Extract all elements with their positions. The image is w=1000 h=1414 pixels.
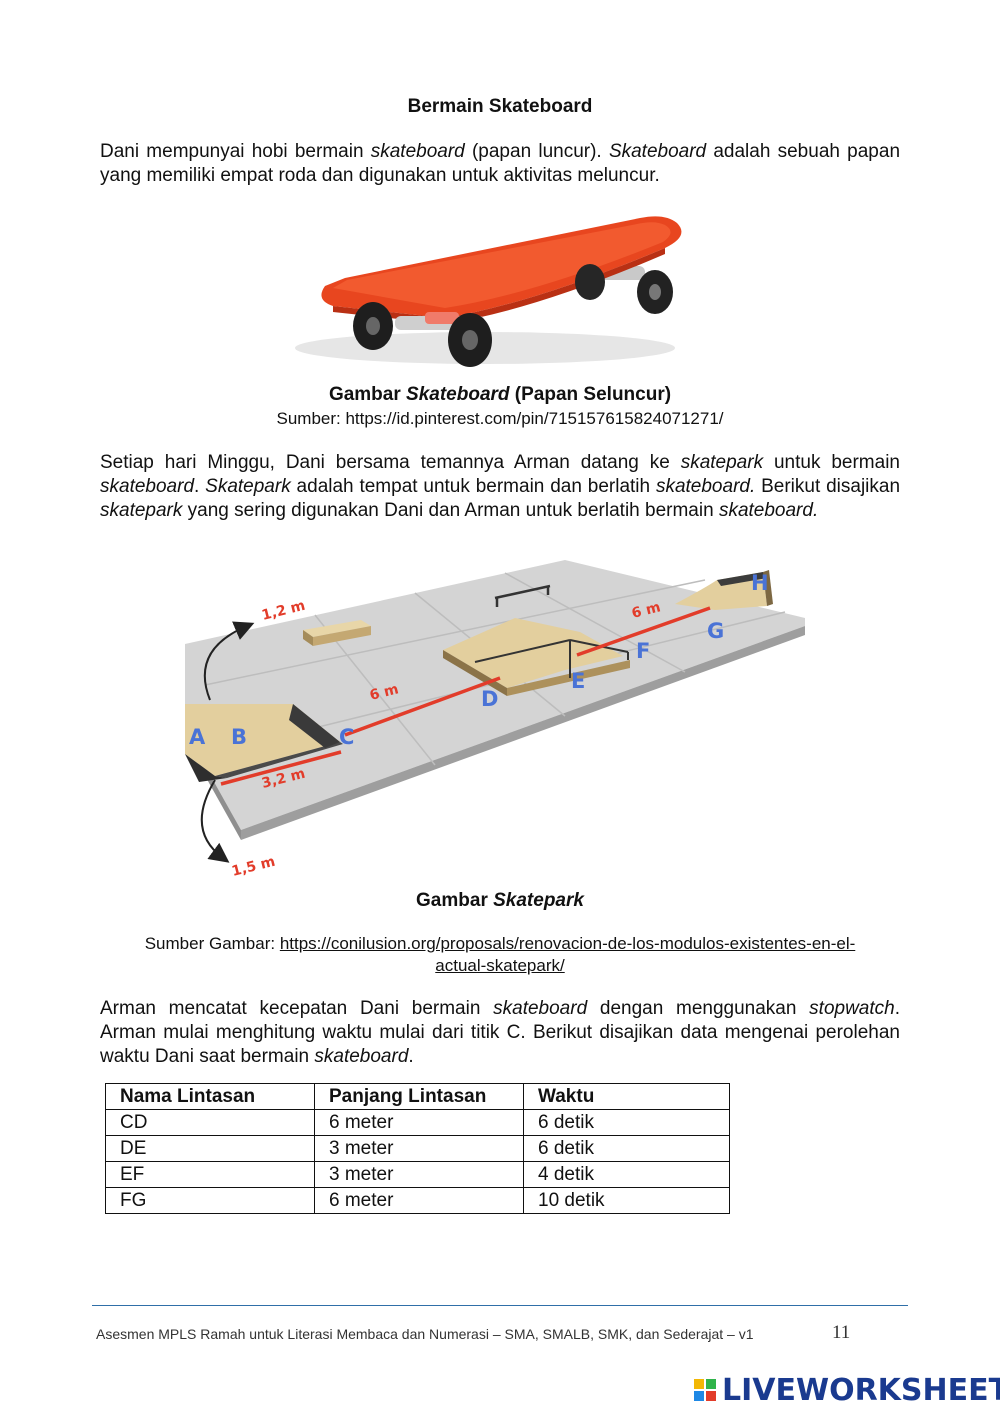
figure2-caption: Gambar Skatepark	[0, 890, 1000, 912]
timing-paragraph: Arman mencatat kecepatan Dani bermain sk…	[100, 997, 900, 1069]
skateboard-image	[295, 216, 682, 367]
text-run: adalah tempat untuk bermain dan berlatih	[290, 476, 656, 497]
table-header: Waktu	[523, 1083, 730, 1110]
table-cell: CD	[105, 1109, 315, 1136]
liveworksheets-logo[interactable]: LIVEWORKSHEETS	[694, 1372, 1000, 1408]
table-row: CD 6 meter 6 detik	[105, 1109, 730, 1136]
table-row: DE 3 meter 6 detik	[105, 1135, 730, 1162]
table-row: FG 6 meter 10 detik	[105, 1187, 730, 1214]
table-header-row: Nama Lintasan Panjang Lintasan Waktu	[105, 1083, 730, 1110]
caption-text: Gambar	[328, 384, 407, 405]
text-run: .	[408, 1046, 414, 1067]
source-link-continued[interactable]: actual-skatepark/	[435, 956, 565, 975]
brand-squares-icon	[694, 1379, 716, 1401]
timing-table: Nama Lintasan Panjang Lintasan Waktu CD …	[105, 1083, 730, 1214]
text-run: (papan luncur).	[464, 141, 609, 162]
point-label-a: A	[189, 725, 206, 749]
pyramid-ramp	[443, 618, 623, 688]
page-number: 11	[832, 1322, 851, 1343]
italic-term: stopwatch	[809, 998, 895, 1019]
skatepark-image: A B C D E F G H 1,2 m 6 m 6 m 3,2 m 1,5 …	[185, 560, 805, 880]
table-cell: FG	[105, 1187, 315, 1214]
table-cell: DE	[105, 1135, 315, 1162]
point-label-e: E	[571, 669, 585, 693]
table-header: Nama Lintasan	[105, 1083, 315, 1110]
text-run: untuk bermain	[763, 452, 900, 473]
table-row: EF 3 meter 4 detik	[105, 1161, 730, 1188]
italic-term: Skatepark	[205, 476, 291, 497]
skatepark-paragraph: Setiap hari Minggu, Dani bersama temanny…	[100, 451, 900, 523]
text-run: .	[194, 476, 206, 497]
point-label-f: F	[636, 639, 650, 663]
point-label-b: B	[231, 725, 247, 749]
text-run: Setiap hari Minggu, Dani bersama temanny…	[100, 452, 681, 473]
caption-italic: Skatepark	[493, 890, 584, 911]
italic-term: skateboard	[100, 476, 195, 497]
footer-divider	[92, 1305, 908, 1306]
page-title: Bermain Skateboard	[407, 96, 593, 117]
point-label-h: H	[751, 571, 769, 595]
italic-term: skatepark	[100, 500, 183, 521]
caption-text: Gambar	[416, 890, 494, 911]
caption-italic: Skateboard	[406, 384, 510, 405]
point-label-c: C	[339, 725, 354, 749]
point-label-g: G	[707, 619, 724, 643]
wheel-rear-left	[575, 264, 605, 300]
length-label-fg: 6 m	[630, 599, 662, 622]
table-cell: EF	[105, 1161, 315, 1188]
measurement-lines	[220, 606, 711, 786]
table-cell: 3 meter	[314, 1135, 524, 1162]
italic-term: skateboard.	[655, 476, 756, 497]
text-run: . Arman mulai menghitung waktu mulai dar…	[100, 998, 900, 1067]
height-label-bottom: 1,5 m	[230, 854, 277, 880]
arrow-up-icon	[203, 621, 255, 701]
source-label: Sumber Gambar:	[144, 934, 280, 953]
source-link[interactable]: https://conilusion.org/proposals/renovac…	[279, 934, 856, 953]
text-run: dengan menggunakan	[587, 998, 810, 1019]
footer-text: Asesmen MPLS Ramah untuk Literasi Membac…	[96, 1326, 754, 1342]
figure1-caption: Gambar Skateboard (Papan Seluncur)	[0, 384, 1000, 406]
brand-name: LIVEWORKSHEETS	[722, 1372, 1000, 1408]
point-label-d: D	[481, 687, 498, 711]
italic-term: skateboard	[370, 141, 465, 162]
table-cell: 6 detik	[523, 1109, 730, 1136]
table-cell: 10 detik	[523, 1187, 730, 1214]
table-cell: 3 meter	[314, 1161, 524, 1188]
italic-term: skatepark	[680, 452, 764, 473]
text-run: Berikut disajikan	[755, 476, 901, 497]
text-run: Arman mencatat kecepatan Dani bermain	[100, 998, 494, 1019]
length-label-cd: 6 m	[368, 681, 400, 704]
italic-term: skateboard	[493, 998, 588, 1019]
table-cell: 4 detik	[523, 1161, 730, 1188]
figure1-source: Sumber: https://id.pinterest.com/pin/715…	[276, 409, 724, 428]
table-cell: 6 detik	[523, 1135, 730, 1162]
italic-term: Skateboard	[608, 141, 707, 162]
italic-term: skateboard	[314, 1046, 409, 1067]
intro-paragraph: Dani mempunyai hobi bermain skateboard (…	[100, 140, 900, 188]
table-cell: 6 meter	[314, 1109, 524, 1136]
figure2-source: Sumber Gambar: https://conilusion.org/pr…	[0, 933, 1000, 977]
arrow-down-icon	[200, 779, 230, 863]
text-run: Dani mempunyai hobi bermain	[100, 141, 371, 162]
text-run: adalah sebuah papan yang memiliki empat …	[100, 141, 901, 186]
caption-text: (Papan Seluncur)	[509, 384, 672, 405]
table-cell: 6 meter	[314, 1187, 524, 1214]
text-run: yang sering digunakan Dani dan Arman unt…	[182, 500, 719, 521]
table-header: Panjang Lintasan	[314, 1083, 524, 1110]
italic-term: skateboard.	[718, 500, 819, 521]
